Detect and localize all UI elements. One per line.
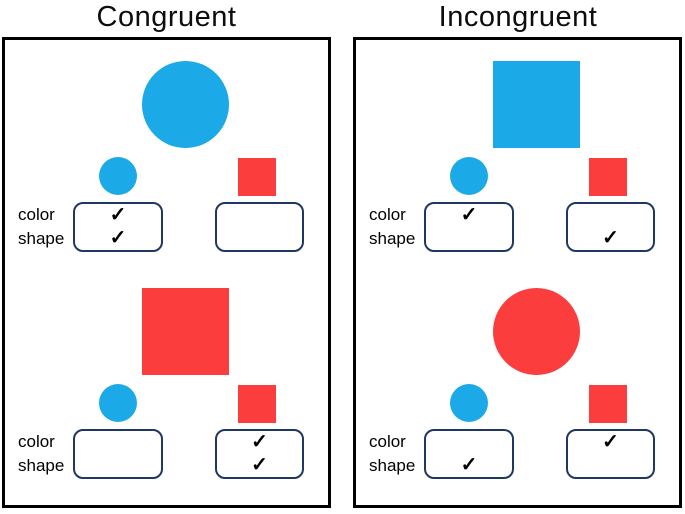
shape-label: shape [369, 456, 416, 475]
response-box-left [73, 429, 163, 479]
check-cell-color: ✓ [109, 204, 127, 226]
response-box-left: ✓ [424, 429, 514, 479]
panel-title-incongruent: Incongruent [438, 1, 598, 33]
response-box-right: ✓ ✓ [215, 429, 304, 479]
target-shape-large-blue-square [493, 61, 580, 148]
check-cell-shape [426, 227, 512, 250]
option-small-red-square [589, 158, 627, 196]
response-box-right: ✓ [566, 202, 655, 252]
response-box-left: ✓ ✓ [73, 202, 163, 252]
response-box-right: ✓ [566, 429, 655, 479]
response-row-labels: color shape [18, 203, 64, 251]
target-shape-large-red-square [142, 288, 229, 375]
response-box-left: ✓ [424, 202, 514, 252]
check-cell-color: ✓ [460, 204, 478, 226]
check-cell-color [217, 204, 302, 227]
check-cell-color [426, 431, 512, 454]
check-cell-shape: ✓ [602, 227, 619, 249]
check-cell-shape [568, 454, 653, 477]
color-label: color [369, 205, 406, 224]
option-small-blue-circle [99, 384, 137, 422]
target-shape-large-blue-circle [142, 61, 229, 148]
panel-congruent: color shape ✓ ✓ color shape [2, 37, 331, 508]
option-small-red-square [238, 158, 276, 196]
option-small-red-square [238, 385, 276, 423]
option-small-blue-circle [450, 384, 488, 422]
shape-label: shape [369, 229, 416, 248]
color-label: color [18, 205, 55, 224]
color-label: color [18, 432, 55, 451]
trial-incongruent-1: color shape ✓ ✓ [356, 43, 679, 275]
option-small-blue-circle [450, 157, 488, 195]
check-cell-color [75, 431, 161, 454]
trial-incongruent-2: color shape ✓ ✓ [356, 270, 679, 502]
check-cell-color [568, 204, 653, 227]
trial-congruent-2: color shape ✓ ✓ [5, 270, 328, 502]
color-label: color [369, 432, 406, 451]
response-row-labels: color shape [369, 203, 415, 251]
trial-congruent-1: color shape ✓ ✓ [5, 43, 328, 275]
response-box-right [215, 202, 304, 252]
shape-label: shape [18, 456, 65, 475]
check-cell-color: ✓ [602, 431, 619, 453]
response-row-labels: color shape [18, 430, 64, 478]
check-cell-shape: ✓ [109, 227, 127, 249]
check-cell-shape: ✓ [460, 454, 478, 476]
target-shape-large-red-circle [493, 288, 580, 375]
shape-label: shape [18, 229, 65, 248]
check-cell-shape [217, 227, 302, 250]
option-small-blue-circle [99, 157, 137, 195]
panel-title-congruent: Congruent [96, 1, 237, 33]
check-cell-shape [75, 454, 161, 477]
check-cell-shape: ✓ [251, 454, 268, 476]
option-small-red-square [589, 385, 627, 423]
panel-incongruent: color shape ✓ ✓ color shape ✓ [353, 37, 682, 508]
response-row-labels: color shape [369, 430, 415, 478]
check-cell-color: ✓ [251, 431, 268, 453]
